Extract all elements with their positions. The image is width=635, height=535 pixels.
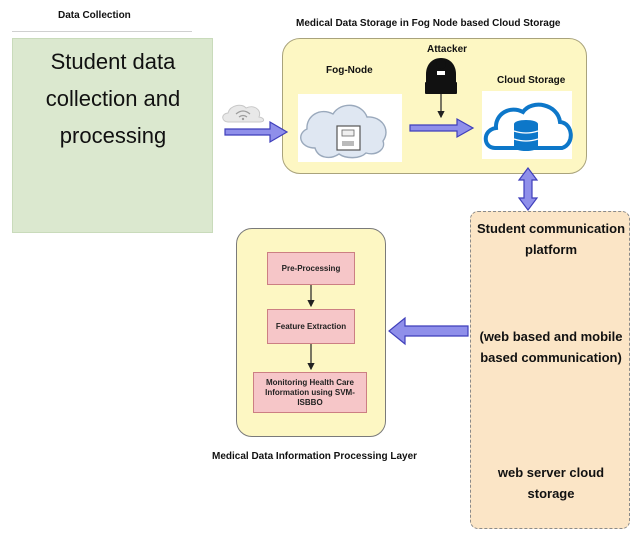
- step-monitoring-health-care: Monitoring Health Care Information using…: [253, 372, 367, 413]
- attacker-label: Attacker: [427, 44, 468, 55]
- platform-subtitle: (web based and mobile based communicatio…: [479, 329, 623, 365]
- platform-storage-label: web server cloud storage: [497, 465, 605, 501]
- data-collection-title: Data Collection: [58, 10, 131, 21]
- processing-layer-title: Medical Data Information Processing Laye…: [212, 451, 418, 462]
- arrow-to-processing-layer: [388, 316, 469, 346]
- student-data-label: Student data collection and processing: [45, 49, 181, 148]
- storage-device-icon: [336, 125, 361, 151]
- platform-title: Student communication platform: [476, 221, 626, 257]
- arrow-to-fog-node: [224, 120, 289, 144]
- step-pre-processing: Pre-Processing: [267, 252, 355, 285]
- cloud-storage-label: Cloud Storage: [497, 75, 566, 86]
- wifi-cloud-icon: [222, 104, 265, 123]
- student-data-box: [12, 38, 213, 233]
- cloud-storage-section-title: Medical Data Storage in Fog Node based C…: [296, 18, 561, 29]
- step-feature-extraction: Feature Extraction: [267, 309, 355, 344]
- cloud-storage-icon: [483, 102, 573, 151]
- student-platform-box: [470, 211, 630, 529]
- attacker-icon: [425, 58, 457, 94]
- header-divider: [12, 31, 192, 32]
- arrow-to-cloud-storage: [409, 117, 475, 139]
- database-icon: [513, 120, 539, 151]
- fog-node-label: Fog-Node: [326, 65, 373, 76]
- bidirectional-arrow-cloud-platform: [517, 167, 539, 211]
